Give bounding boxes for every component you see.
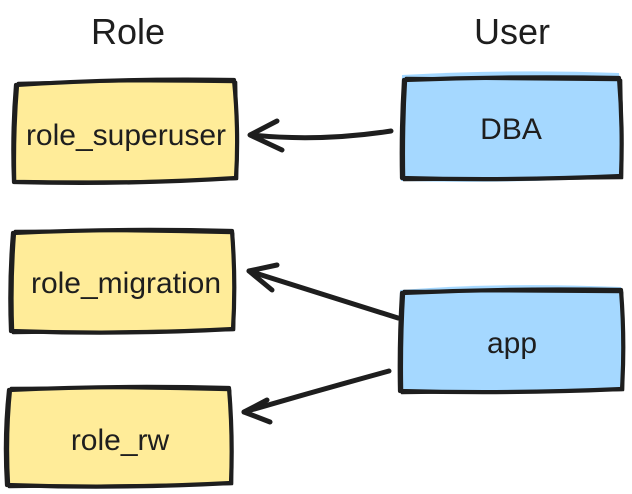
arrow-head bbox=[246, 262, 280, 293]
node-role-migration: role_migration bbox=[8, 227, 237, 335]
dba-box-sketch bbox=[402, 76, 624, 182]
node-dba: DBA bbox=[399, 71, 624, 182]
role-migration-box-sketch bbox=[11, 229, 236, 335]
node-role-superuser: role_superuser bbox=[11, 77, 240, 185]
node-app: app bbox=[397, 285, 626, 395]
arrow-dba-to-role-superuser bbox=[247, 118, 394, 153]
dba-label: DBA bbox=[480, 113, 542, 146]
arrow-shaft bbox=[241, 368, 392, 415]
node-role-rw: role_rw bbox=[3, 384, 234, 489]
arrow-head bbox=[247, 118, 285, 153]
arrow-app-to-role-rw bbox=[241, 368, 392, 425]
role-superuser-label: role_superuser bbox=[26, 119, 226, 152]
arrow-shaft bbox=[246, 268, 401, 321]
role-migration-label: role_migration bbox=[31, 267, 221, 300]
app-label: app bbox=[487, 327, 537, 360]
arrow-app-to-role-migration bbox=[246, 262, 401, 321]
role-superuser-box-sketch bbox=[13, 79, 239, 183]
column-title-role: Role bbox=[91, 11, 165, 52]
column-title-user: User bbox=[474, 11, 550, 52]
arrow-shaft bbox=[248, 128, 394, 141]
arrow-head bbox=[241, 397, 273, 425]
role-rw-box-sketch bbox=[6, 386, 234, 489]
app-box-sketch bbox=[400, 289, 625, 395]
role-rw-label: role_rw bbox=[71, 424, 170, 457]
